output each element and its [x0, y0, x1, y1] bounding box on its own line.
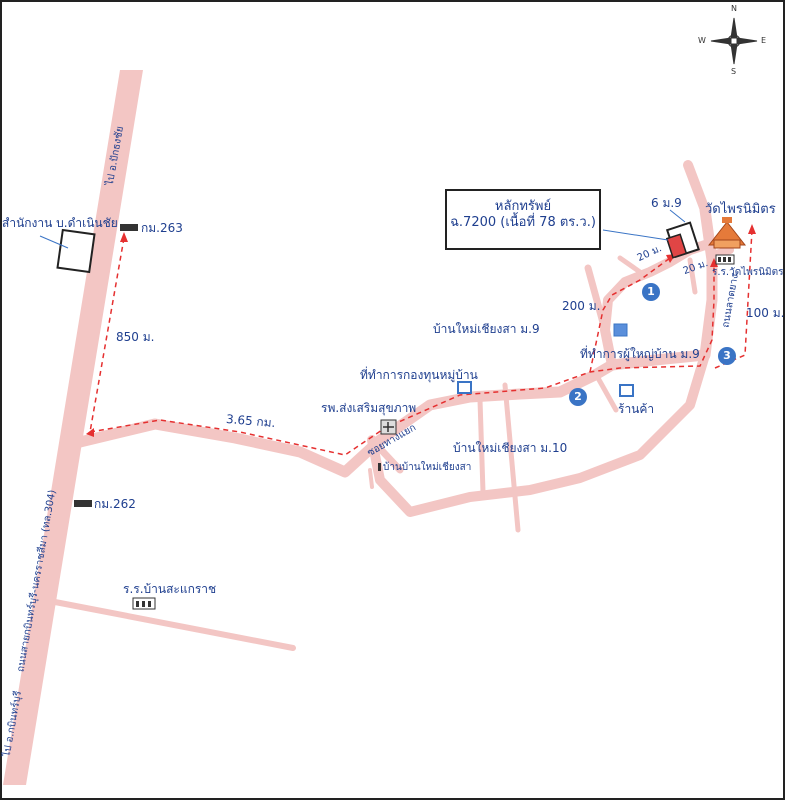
shop-symbol — [619, 384, 634, 397]
office-ban-pointer — [39, 235, 69, 249]
subject-plot — [665, 221, 700, 259]
road-spur-mid — [617, 255, 643, 275]
office-ban-symbol — [56, 228, 96, 274]
marker-2: 2 — [569, 388, 587, 406]
callout-pointer — [602, 229, 669, 241]
compass-e: E — [761, 36, 767, 45]
road-north-spur — [683, 160, 710, 215]
compass-n: N — [731, 4, 737, 13]
fund-office-label: ที่ทำการกองทุนหมู่บ้าน — [360, 368, 478, 382]
route-lines — [89, 229, 753, 456]
main-road — [74, 204, 718, 478]
headman-office-symbol — [613, 323, 628, 337]
road-shop-spur — [595, 375, 619, 413]
property-callout: หลักทรัพย์ ฉ.7200 (เนื้อที่ 78 ตร.ว.) — [445, 189, 601, 250]
village9-label: บ้านใหม่เชียงสา ม.9 — [433, 322, 540, 336]
plot6-label: 6 ม.9 — [651, 196, 682, 210]
highway-road — [3, 70, 143, 785]
office-ban-label: สำนักงาน บ.ดำเนินชัย — [2, 216, 118, 230]
hospital-label: รพ.ส่งเสริมสุขภาพ — [321, 401, 417, 415]
temple-label: วัดไพรนิมิตร — [705, 202, 776, 217]
temple-school-label: ร.ร.วัดไพรนิมิตร — [712, 267, 784, 278]
road-spur-small — [687, 257, 698, 295]
distance-200m: 200 ม. — [562, 299, 601, 313]
school-icon — [132, 597, 156, 610]
small-sign-symbol — [378, 463, 381, 471]
km263-label: กม.263 — [141, 221, 183, 235]
km262-post — [74, 500, 92, 507]
temple-icon — [707, 217, 747, 249]
marker-1: 1 — [642, 283, 660, 301]
plot6-pointer — [669, 209, 686, 223]
school-label: ร.ร.บ้านสะแกราช — [123, 582, 217, 596]
shop-label: ร้านค้า — [618, 402, 655, 416]
distance-850m: 850 ม. — [116, 330, 155, 344]
compass-w: W — [698, 36, 706, 45]
distance-100m: 100 ม. — [746, 306, 785, 320]
headman-office-label: ที่ทำการผู้ใหญ่บ้าน ม.9 — [580, 347, 700, 361]
route-850m — [89, 237, 125, 433]
compass-rose — [710, 17, 758, 65]
route-main — [89, 265, 715, 456]
road-vertical-mid — [477, 397, 486, 495]
road-spur-ne — [584, 264, 609, 334]
road-lower-east — [367, 350, 710, 517]
small-sign-label: บ้านบ้านใหม่เชียงสา — [383, 462, 472, 473]
road-school — [52, 599, 296, 651]
callout-title: หลักทรัพย์ — [494, 199, 552, 214]
hospital-icon — [380, 419, 397, 435]
fund-office-symbol — [457, 381, 472, 394]
marker-3: 3 — [718, 347, 736, 365]
local-roads — [52, 160, 734, 651]
callout-subtitle: ฉ.7200 (เนื้อที่ 78 ตร.ว.) — [450, 215, 596, 230]
road-lower-east-tail — [368, 468, 374, 489]
road-lower-branch — [368, 436, 404, 474]
village10-label: บ้านใหม่เชียงสา ม.10 — [453, 441, 568, 455]
temple-school-icon — [715, 254, 735, 265]
km262-label: กม.262 — [94, 497, 136, 511]
km263-post — [120, 224, 138, 231]
road-to-temple — [708, 246, 734, 259]
road-vertical-long — [502, 382, 521, 533]
compass-s: S — [731, 67, 737, 76]
